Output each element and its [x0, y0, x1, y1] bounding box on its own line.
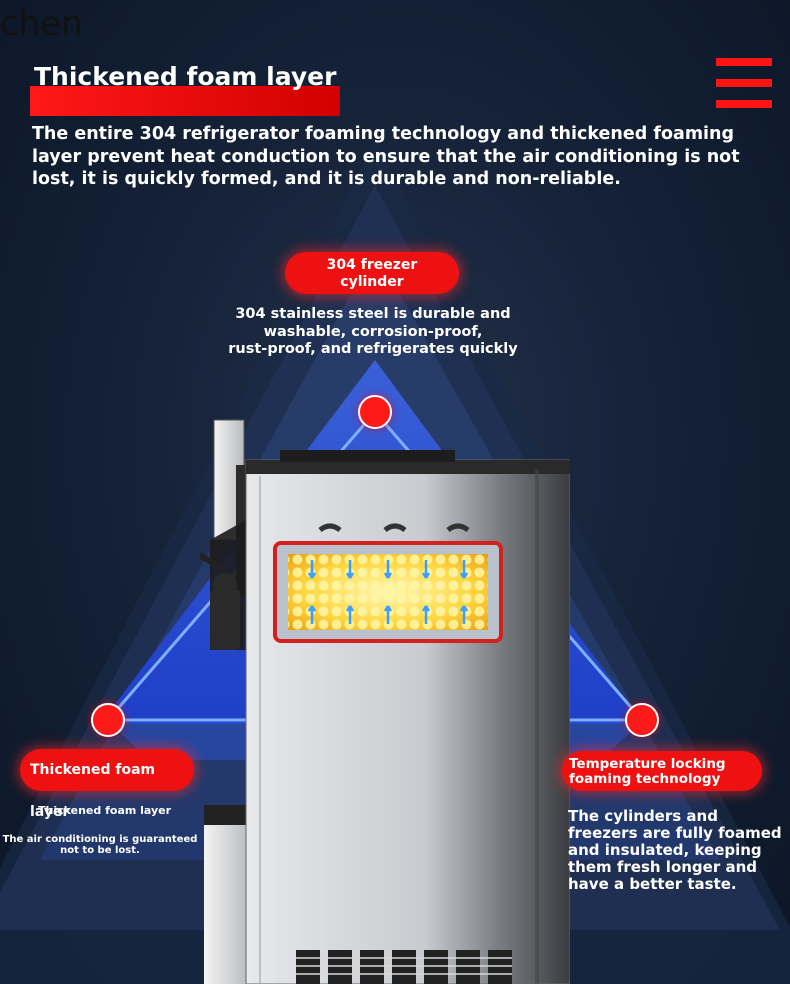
feature-desc-foam-layer: The air conditioning is guaranteed not t…: [2, 834, 198, 856]
feature-desc-temperature-locking: The cylinders and freezers are fully foa…: [568, 807, 782, 893]
feature-label-foam-layer: Thickened foam layer: [20, 749, 194, 820]
red-dot-marker-top: [358, 395, 392, 429]
feature-label-temperature-locking: Temperature locking foaming technology: [562, 751, 762, 791]
feature-label-freezer-cylinder: 304 freezer cylinder: [285, 252, 459, 294]
red-dot-marker-right: [625, 703, 659, 737]
intro-paragraph: The entire 304 refrigerator foaming tech…: [32, 124, 740, 189]
desc-line: 304 stainless steel is durable and: [235, 306, 511, 322]
desc-line: not to be lost.: [60, 845, 140, 856]
desc-line: washable, corrosion-proof,: [263, 323, 483, 340]
watermark-text: chen: [0, 4, 83, 44]
feature-sublabel-foam-layer: Thickened foam layer: [38, 804, 172, 817]
feature-label-line: 304 freezer: [326, 257, 418, 273]
red-dot-marker-left: [91, 703, 125, 737]
desc-line: The air conditioning is guaranteed: [2, 834, 198, 845]
ice-cream-machine-illustration: [200, 419, 570, 984]
page-title: Thickened foam layer: [34, 62, 337, 91]
title-underline-bar: [30, 86, 340, 116]
menu-icon[interactable]: [716, 58, 772, 121]
feature-desc-freezer-cylinder: 304 stainless steel is durable and washa…: [228, 306, 518, 359]
desc-line: rust-proof, and refrigerates quickly: [228, 341, 518, 357]
feature-label-line: Temperature locking: [569, 756, 726, 772]
feature-label-line: cylinder: [340, 274, 404, 290]
feature-label-line: foaming technology: [569, 771, 721, 787]
